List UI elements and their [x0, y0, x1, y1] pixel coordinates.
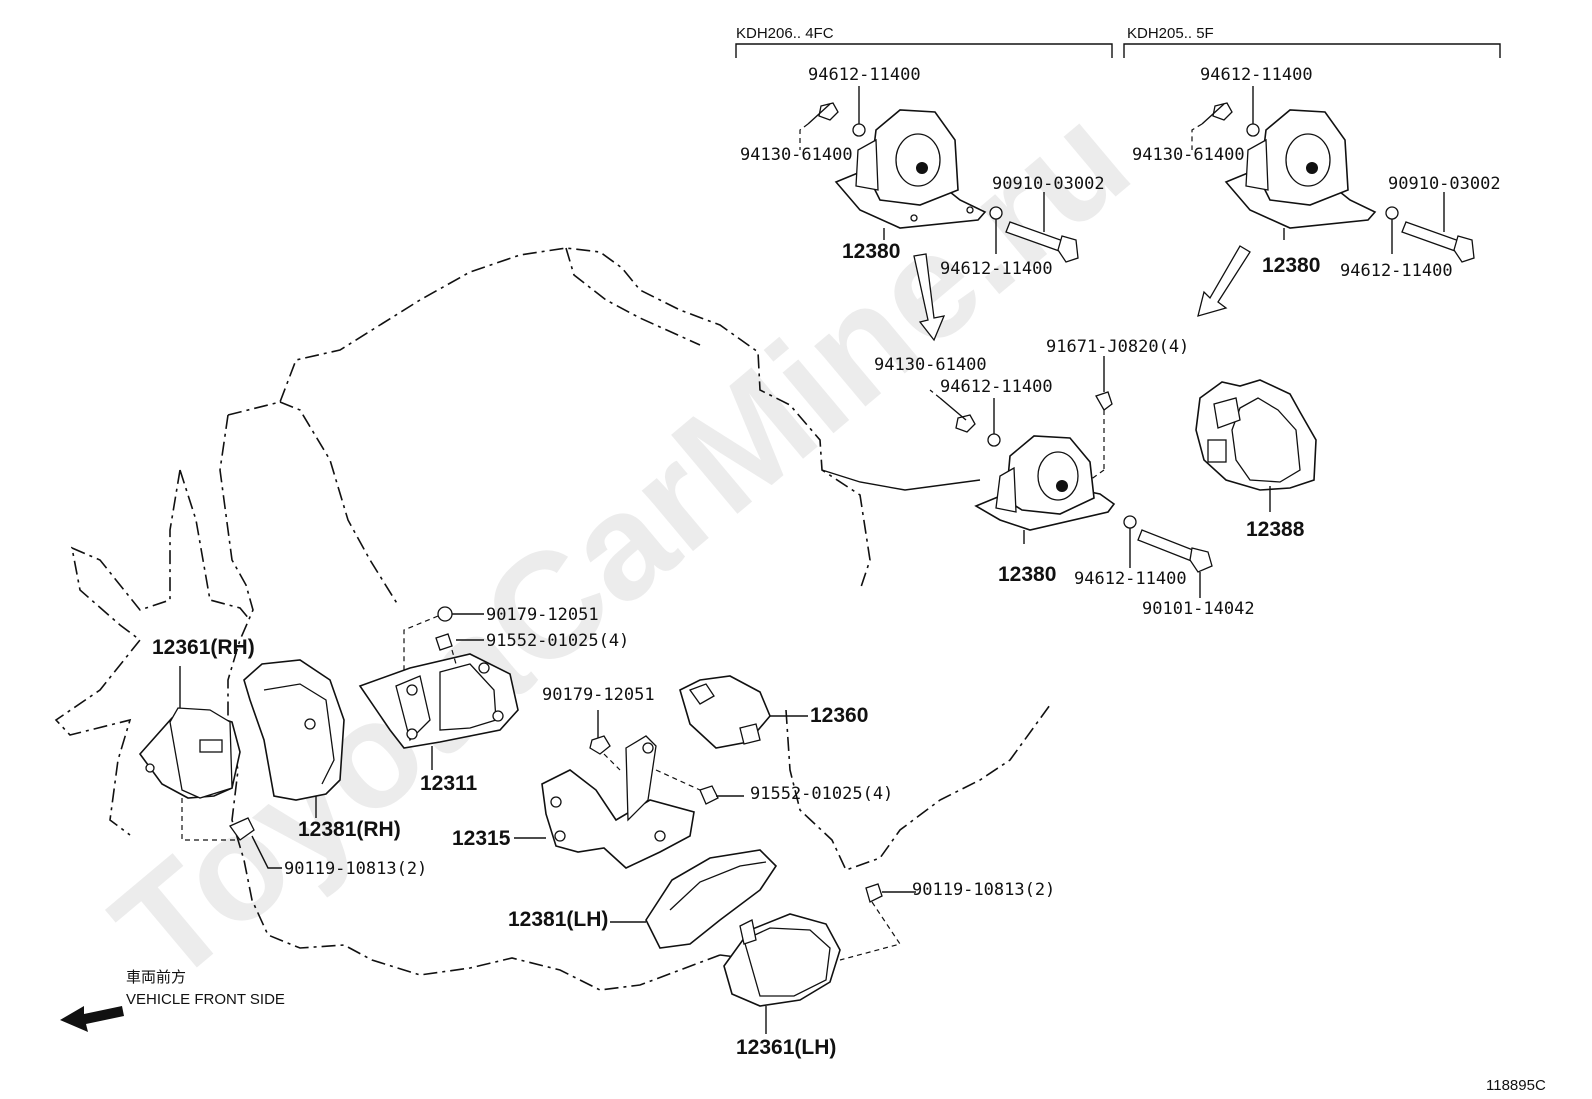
part-number: 12380: [842, 240, 900, 263]
part-label: 91671-J0820(4): [1046, 337, 1189, 357]
part-label: 90119-10813(2): [912, 880, 1055, 900]
arrow-left-icon: [60, 1006, 124, 1032]
vehicle-front-en: VEHICLE FRONT SIDE: [126, 991, 285, 1008]
part-label: 90101-14042: [1142, 599, 1255, 619]
part-number: 12381(RH): [298, 818, 401, 841]
vehicle-front-indicator: 車両前方 VEHICLE FRONT SIDE: [60, 969, 285, 1032]
part-label: 91552-01025(4): [486, 631, 629, 651]
nut-icon: [437, 606, 453, 622]
mount-12361-lh: [723, 883, 916, 1034]
part-label: 90119-10813(2): [284, 859, 427, 879]
mount-12361-rh: [138, 666, 282, 869]
bolt-icon: [865, 883, 883, 903]
bolt-icon: [1095, 391, 1113, 411]
pulley-outline: [54, 469, 251, 836]
part-label: 90179-12051: [486, 605, 599, 625]
bolt-icon: [699, 785, 719, 805]
part-number: 12388: [1246, 518, 1305, 541]
heat-insulator-12381-lh: [610, 849, 778, 949]
washer-icon: [989, 206, 1003, 220]
washer-icon: [1385, 206, 1399, 220]
mount-assembly-middle: [929, 356, 1213, 598]
arrow-icon: [913, 253, 946, 342]
group-brackets: KDH206.. 4FC KDH205.. 5F: [735, 25, 1501, 58]
bolt-icon: [435, 633, 453, 651]
washer-icon: [987, 433, 1001, 447]
nut-icon: [955, 414, 976, 433]
mount-bushing: [895, 133, 941, 187]
arrow-icon: [1197, 245, 1251, 317]
part-label: 94612-11400: [1074, 569, 1187, 589]
part-number: 12380: [998, 563, 1056, 586]
bracket-12315: [514, 710, 744, 869]
mount-bushing: [1285, 133, 1331, 187]
part-label: 94612-11400: [940, 259, 1053, 279]
vehicle-front-jp: 車両前方: [126, 969, 186, 986]
bolt-icon: [1137, 529, 1199, 563]
nut-icon: [589, 735, 611, 755]
part-label: 94130-61400: [874, 355, 987, 375]
bolt-icon: [229, 817, 255, 841]
mount-assembly-kdh205: [1191, 86, 1475, 317]
mount-bushing: [1037, 451, 1079, 501]
part-number: 12361(LH): [736, 1036, 836, 1059]
mount-assembly-kdh206: [799, 86, 1079, 342]
part-number: 12381(LH): [508, 908, 608, 931]
part-label: 90910-03002: [1388, 174, 1501, 194]
group-header-kdh206: KDH206.. 4FC: [736, 25, 834, 42]
washer-icon: [1123, 515, 1137, 529]
bracket-12388: [1195, 379, 1317, 512]
heat-insulator-12381-rh: [243, 659, 345, 818]
part-label: 94130-61400: [1132, 145, 1245, 165]
group-header-kdh205: KDH205.. 5F: [1127, 25, 1214, 42]
part-label: 94612-11400: [940, 377, 1053, 397]
part-number: 12380: [1262, 254, 1320, 277]
cover-12360: [679, 675, 808, 749]
part-label: 94612-11400: [1200, 65, 1313, 85]
bracket-12311: [358, 606, 519, 770]
part-label: 90910-03002: [992, 174, 1105, 194]
part-label: 94612-11400: [1340, 261, 1453, 281]
part-label: 94612-11400: [808, 65, 921, 85]
part-number: 12311: [420, 772, 478, 795]
figure-reference: 118895C: [1486, 1077, 1546, 1094]
washer-icon: [1246, 123, 1260, 137]
bolt-icon: [1401, 221, 1463, 253]
part-label: 90179-12051: [542, 685, 655, 705]
part-label: 94130-61400: [740, 145, 853, 165]
part-number: 12360: [810, 704, 868, 727]
part-number: 12315: [452, 827, 511, 850]
engine-outline: [219, 247, 1051, 991]
part-number: 12361(RH): [152, 636, 255, 659]
part-label: 91552-01025(4): [750, 784, 893, 804]
washer-icon: [852, 123, 866, 137]
